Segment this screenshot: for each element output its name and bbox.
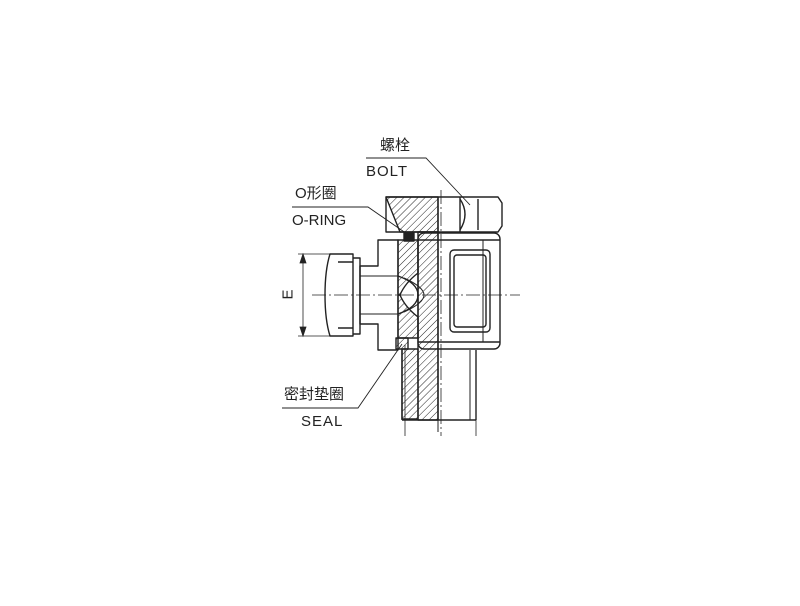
bolt-shank-section [417, 231, 439, 421]
oring-label-cn: O形圈 [295, 185, 337, 202]
thread-left-section [401, 348, 419, 420]
tube-nut-edges [338, 261, 353, 329]
tube-nut-step [353, 257, 361, 335]
o-ring [403, 232, 415, 242]
bolt-head-section [385, 196, 439, 233]
bolt-head [385, 196, 503, 233]
seal-label-en: SEAL [301, 413, 344, 430]
dimension-e [298, 252, 330, 338]
tube-fitting [324, 239, 425, 351]
bolt-head-chamfer [459, 198, 466, 231]
dimension-e-label: E [279, 289, 297, 300]
bolt-thread [401, 348, 477, 432]
center-lines [312, 190, 520, 436]
bolt-head-outline [385, 196, 503, 233]
bolt-label-en: BOLT [366, 163, 409, 180]
leader-lines [282, 157, 471, 409]
seal-label-cn: 密封垫圈 [284, 386, 345, 403]
bolt-leader [366, 157, 471, 206]
banjo-inner-bore [449, 249, 491, 333]
fitting-lower-section [397, 294, 419, 339]
banjo-inner-bore-edge [453, 254, 487, 328]
drawing-lines [324, 196, 503, 432]
oring-label-en: O-RING [292, 212, 347, 229]
dim-e-arrow-top [299, 252, 307, 264]
oring-leader [292, 206, 411, 237]
dim-e-arrow-bottom [299, 326, 307, 338]
seal-leader [282, 343, 403, 409]
bolt-label-cn: 螺栓 [380, 137, 411, 154]
